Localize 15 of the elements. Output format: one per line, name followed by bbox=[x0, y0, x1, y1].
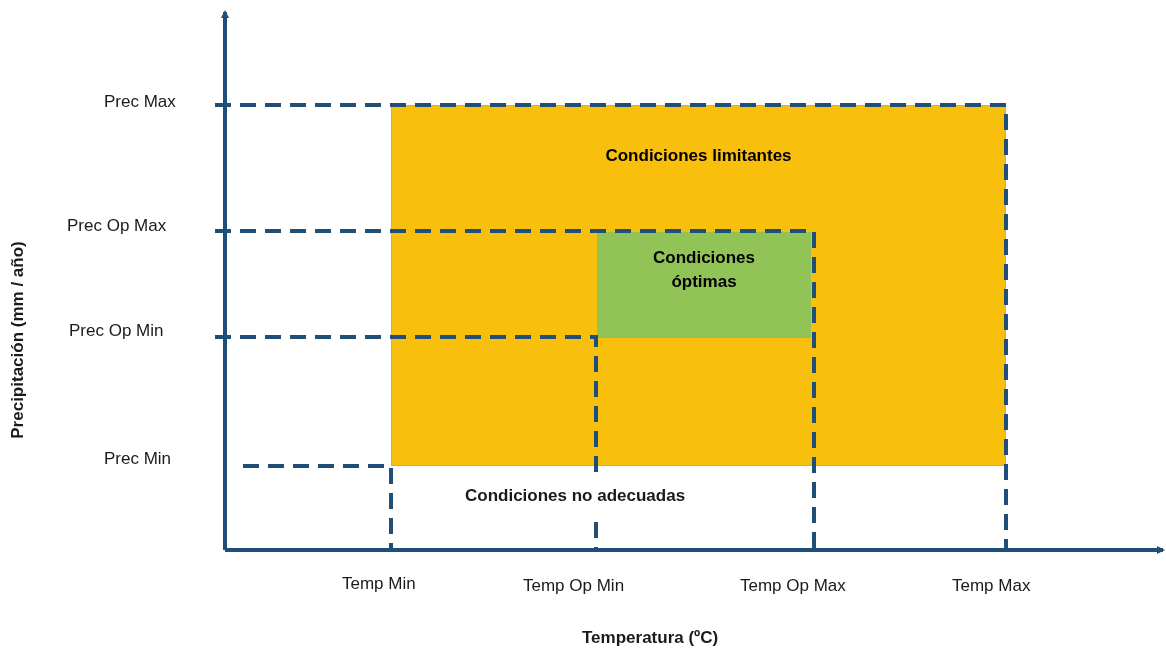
axis-title: Precipitación (mm / año) bbox=[8, 241, 28, 439]
tick-label: Prec Op Max bbox=[67, 216, 167, 236]
tick-label: Prec Op Min bbox=[69, 321, 164, 341]
tick-label: Prec Max bbox=[104, 92, 176, 112]
tick-label: Prec Min bbox=[104, 449, 172, 469]
region-label: Condiciones óptimas bbox=[652, 247, 756, 293]
region-rectangle bbox=[391, 105, 1006, 466]
tick-label: Temp Min bbox=[342, 574, 416, 594]
tick-label: Temp Op Min bbox=[523, 576, 625, 596]
region-label: Condiciones no adecuadas bbox=[465, 486, 686, 506]
tick-label: Temp Op Max bbox=[740, 576, 846, 596]
tick-label: Temp Max bbox=[952, 576, 1031, 596]
region-rectangle bbox=[597, 232, 811, 338]
region-label: Condiciones limitantes bbox=[604, 146, 793, 166]
axis-title: Temperatura (ºC) bbox=[582, 628, 719, 648]
